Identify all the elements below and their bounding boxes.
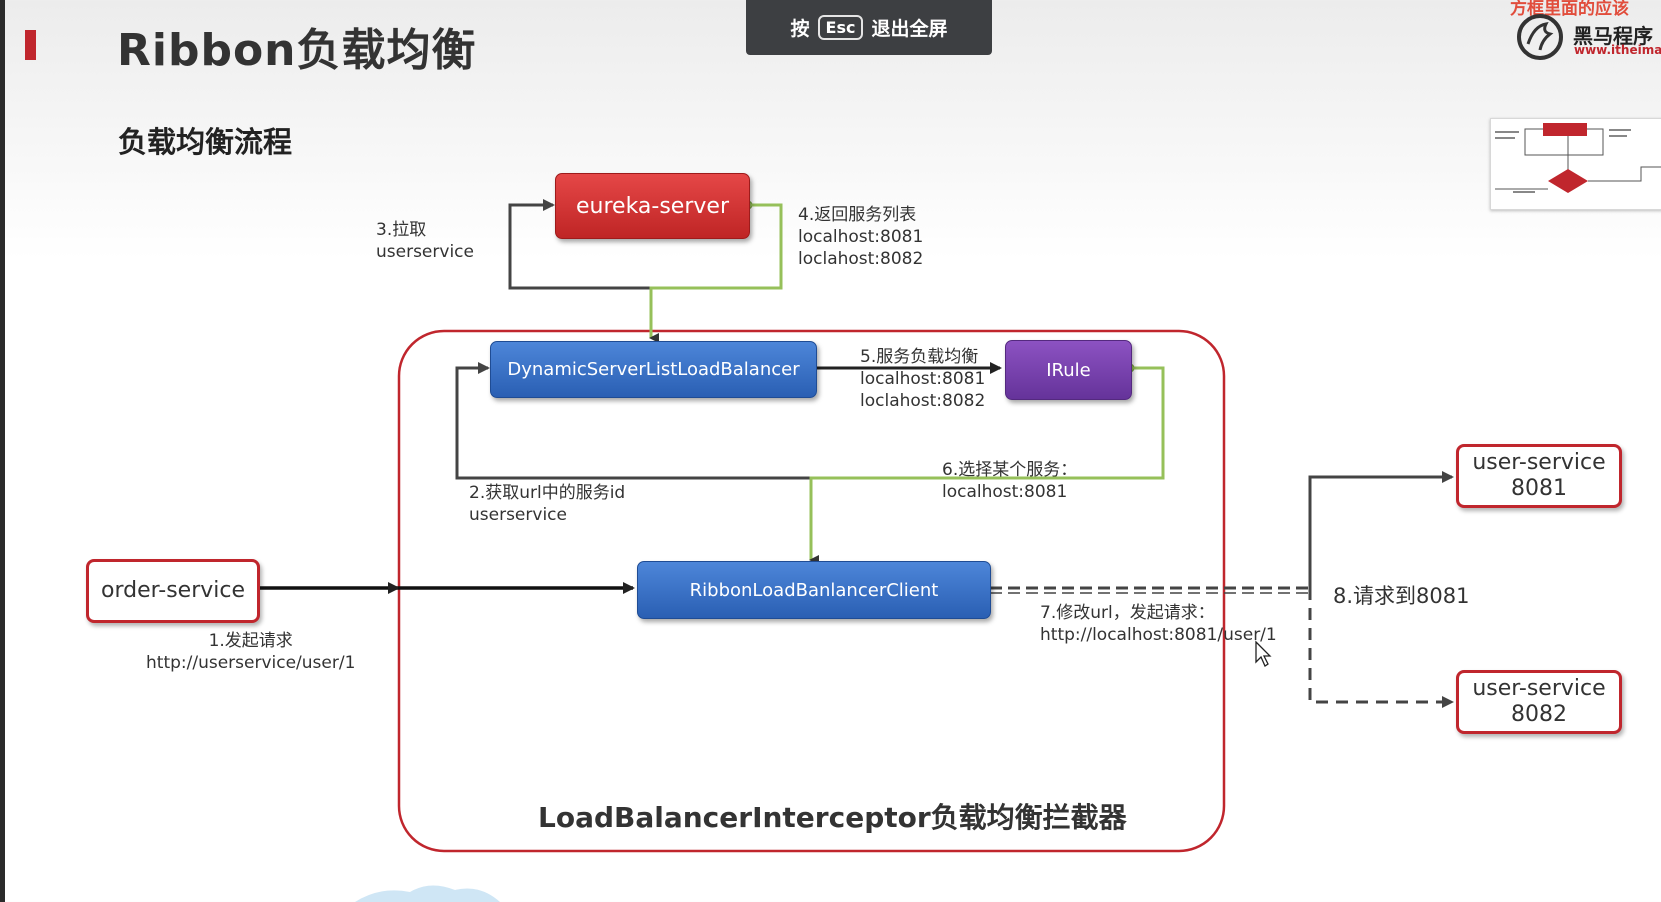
route-8081-arrow bbox=[1308, 471, 1454, 588]
pull-arrow bbox=[508, 199, 651, 290]
user-service-8081-port: 8081 bbox=[1511, 476, 1567, 501]
logo-url: www.itheima.c bbox=[1574, 43, 1661, 57]
return-list-arrow bbox=[649, 203, 783, 343]
choose-service-arrow bbox=[809, 366, 1165, 565]
step6-label: 6.选择某个服务： localhost:8081 bbox=[942, 460, 1078, 502]
step1-label: 1.发起请求 http://userservice/user/1 bbox=[146, 631, 356, 673]
user-service-8082-port: 8082 bbox=[1511, 702, 1567, 727]
ribbon-client-node[interactable]: RibbonLoadBanlancerClient bbox=[637, 561, 991, 619]
step2-label: 2.获取url中的服务id userservice bbox=[469, 483, 626, 525]
step7-label: 7.修改url，发起请求： http://localhost:8081/user… bbox=[1040, 603, 1277, 645]
step3-label: 3.拉取 userservice bbox=[376, 220, 474, 262]
esc-suffix: 退出全屏 bbox=[871, 18, 948, 40]
user-service-8082-name: user-service bbox=[1472, 675, 1606, 701]
logo-name: 黑马程序 bbox=[1573, 24, 1653, 48]
order-service-node[interactable]: order-service bbox=[86, 559, 260, 623]
user-service-8081-name: user-service bbox=[1472, 449, 1606, 475]
slide-thumbnail[interactable] bbox=[1490, 118, 1661, 210]
irule-node[interactable]: IRule bbox=[1005, 340, 1132, 400]
step4-label: 4.返回服务列表 localhost:8081 loclahost:8082 bbox=[798, 205, 924, 269]
exit-fullscreen-banner[interactable]: 按 Esc 退出全屏 bbox=[746, 0, 992, 55]
logo-icon bbox=[1517, 14, 1563, 60]
mouse-cursor-icon bbox=[1255, 640, 1272, 667]
step8-label: 8.请求到8081 bbox=[1333, 584, 1470, 608]
user-service-8081-node[interactable]: user-service 8081 bbox=[1456, 444, 1622, 508]
user-service-8082-node[interactable]: user-service 8082 bbox=[1456, 670, 1622, 734]
window-edge bbox=[0, 0, 5, 902]
section-title: 负载均衡流程 bbox=[118, 125, 293, 159]
route-8082-arrow bbox=[1308, 588, 1454, 708]
cloud-decoration bbox=[355, 885, 500, 902]
dynamic-loadbalancer-node[interactable]: DynamicServerListLoadBalancer bbox=[490, 341, 817, 398]
step5-label: 5.服务负载均衡 localhost:8081 loclahost:8082 bbox=[860, 347, 986, 411]
get-id-arrow bbox=[455, 362, 811, 480]
thumbnail-preview bbox=[1495, 123, 1661, 193]
interceptor-title: LoadBalancerInterceptor负载均衡拦截器 bbox=[538, 801, 1127, 834]
title-accent-bar bbox=[25, 30, 36, 60]
esc-key: Esc bbox=[817, 15, 864, 40]
esc-prefix: 按 bbox=[790, 18, 810, 40]
page-title: Ribbon负载均衡 bbox=[117, 25, 477, 76]
eureka-server-node[interactable]: eureka-server bbox=[555, 173, 750, 239]
